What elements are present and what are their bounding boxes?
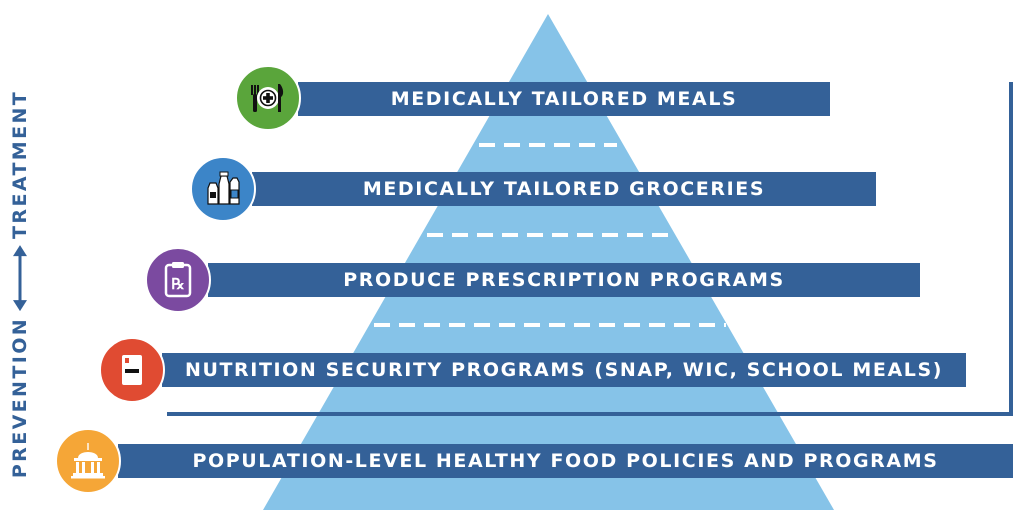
double-arrow-icon <box>13 244 27 311</box>
tier-bar-nutrition-security-programs: NUTRITION SECURITY PROGRAMS (SNAP, WIC, … <box>162 353 966 387</box>
prevention-label: PREVENTION <box>9 316 31 479</box>
tier-bar-medically-tailored-groceries: MEDICALLY TAILORED GROCERIES <box>252 172 876 206</box>
tier-label: MEDICALLY TAILORED GROCERIES <box>362 178 766 200</box>
tier-label: NUTRITION SECURITY PROGRAMS (SNAP, WIC, … <box>184 359 944 381</box>
tier-label: PRODUCE PRESCRIPTION PROGRAMS <box>343 269 785 291</box>
tier-bar-produce-prescription-programs: PRODUCE PRESCRIPTION PROGRAMS <box>208 263 920 297</box>
rx-clipboard-icon: ℞ <box>145 247 211 313</box>
plate-cutlery-icon <box>235 65 301 131</box>
prevention-treatment-axis: PREVENTION TREATMENT <box>9 90 31 478</box>
treatment-bracket <box>167 82 1013 416</box>
treatment-label: TREATMENT <box>9 89 31 239</box>
tier-label: POPULATION-LEVEL HEALTHY FOOD POLICIES A… <box>192 450 939 472</box>
tier-bar-medically-tailored-meals: MEDICALLY TAILORED MEALS <box>298 82 830 116</box>
svg-text:℞: ℞ <box>171 275 184 293</box>
grocery-bottles-icon <box>190 156 256 222</box>
government-building-icon <box>55 428 121 494</box>
tier-label: MEDICALLY TAILORED MEALS <box>390 88 738 110</box>
tier-bar-population-level-policies: POPULATION-LEVEL HEALTHY FOOD POLICIES A… <box>118 444 1013 478</box>
benefit-card-icon <box>99 337 165 403</box>
